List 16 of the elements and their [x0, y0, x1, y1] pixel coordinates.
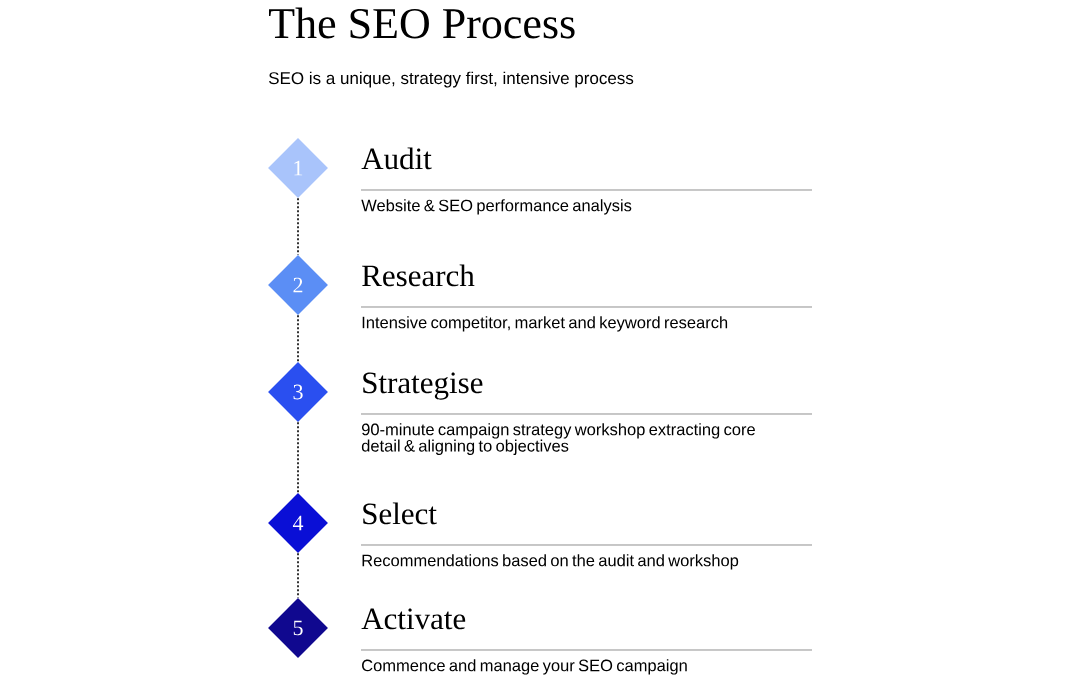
step-description: Recommendations based on the audit and workshop	[362, 554, 739, 570]
step-heading: Audit	[361, 147, 432, 170]
dotted-connector	[297, 197, 299, 256]
step-description: Commence and manage your SEO campaign	[362, 659, 687, 675]
title: The SEO Process	[269, 7, 575, 39]
subtitle: SEO is a unique, strategy first, intensive process	[269, 71, 634, 88]
step-description: Website & SEO performance analysis	[361, 199, 632, 215]
step-heading: Strategise	[363, 372, 483, 400]
step-heading: Activate	[361, 608, 466, 630]
step-description: Intensive competitor, market and keyword research	[362, 316, 728, 332]
dotted-connector	[297, 314, 299, 363]
step-heading: Research	[362, 264, 475, 287]
dotted-connector	[297, 421, 299, 494]
dotted-connector	[297, 552, 299, 599]
step-description: 90-minute campaign strategy workshop extracting core detail & aligning to objectives	[361, 423, 755, 455]
step-heading: Select	[363, 502, 437, 525]
